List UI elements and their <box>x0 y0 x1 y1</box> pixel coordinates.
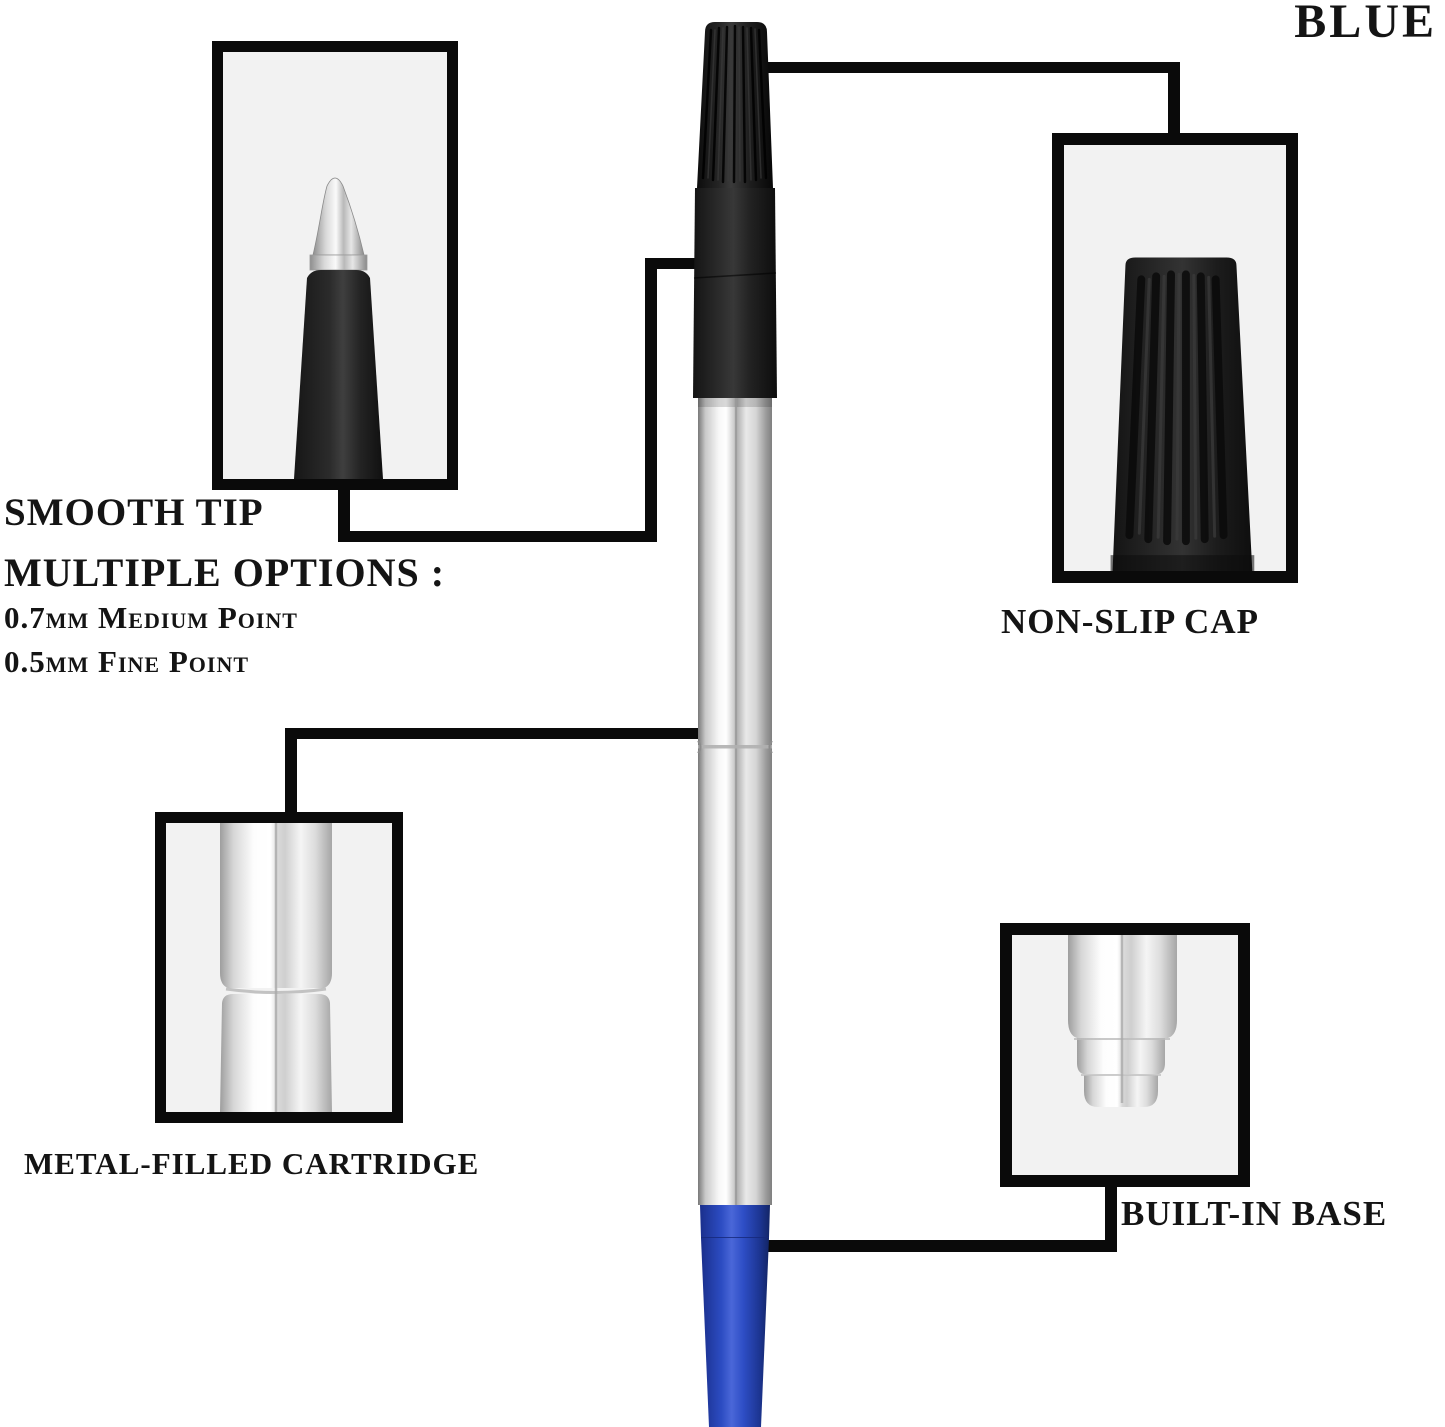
base-zoom-illustration <box>1068 935 1177 1107</box>
pen-blue-collar <box>700 1205 770 1238</box>
pen-cap-seam <box>693 272 777 279</box>
pen-blue-body <box>701 1238 769 1427</box>
cap-grooves <box>1125 270 1228 546</box>
tip-grip <box>294 270 383 479</box>
pen-cap-ribs <box>701 24 768 184</box>
tip-zoom-illustration <box>294 177 383 479</box>
connector-cartridge-v <box>285 728 297 818</box>
options-heading: MULTIPLE OPTIONS : <box>4 550 446 595</box>
cartridge-zoom-illustration <box>220 823 332 1112</box>
connector-cap-v <box>1168 62 1180 140</box>
cap-zoom-illustration <box>1110 257 1255 571</box>
cap-inset-box <box>1052 133 1298 583</box>
cap-ridge-highlights <box>1137 272 1217 541</box>
cartridge-inset-box <box>155 812 403 1123</box>
connector-cartridge-h <box>285 728 700 739</box>
smooth-tip-label: SMOOTH TIP <box>4 491 264 534</box>
connector-tip-h2 <box>338 531 657 542</box>
pen-cap-smooth <box>693 188 777 398</box>
ink-color-label: BLUE <box>1294 0 1437 48</box>
connector-tip-h1 <box>645 258 705 269</box>
base-inset-box <box>1000 923 1250 1187</box>
non-slip-cap-label: NON-SLIP CAP <box>1001 602 1259 641</box>
connector-cap-h <box>750 62 1180 73</box>
cap-bottom-bevel <box>1110 555 1255 571</box>
cartridge-label: METAL-FILLED CARTRIDGE <box>24 1146 480 1181</box>
built-in-base-label: BUILT-IN BASE <box>1121 1194 1388 1233</box>
connector-tip-v2 <box>338 484 350 542</box>
pen-refill-illustration <box>693 22 777 1427</box>
tip-cone <box>312 177 365 256</box>
connector-tip-v1 <box>645 258 657 542</box>
connector-base-h <box>755 1240 1117 1252</box>
pen-cap-rib-highlights <box>707 26 762 182</box>
tip-inset-box <box>212 41 458 490</box>
option-medium-point: 0.7mm Medium Point <box>4 600 298 635</box>
pen-barrel-joint <box>697 740 773 754</box>
option-fine-point: 0.5mm Fine Point <box>4 644 250 679</box>
tip-ring <box>309 254 368 271</box>
connector-base-v <box>1105 1183 1117 1252</box>
